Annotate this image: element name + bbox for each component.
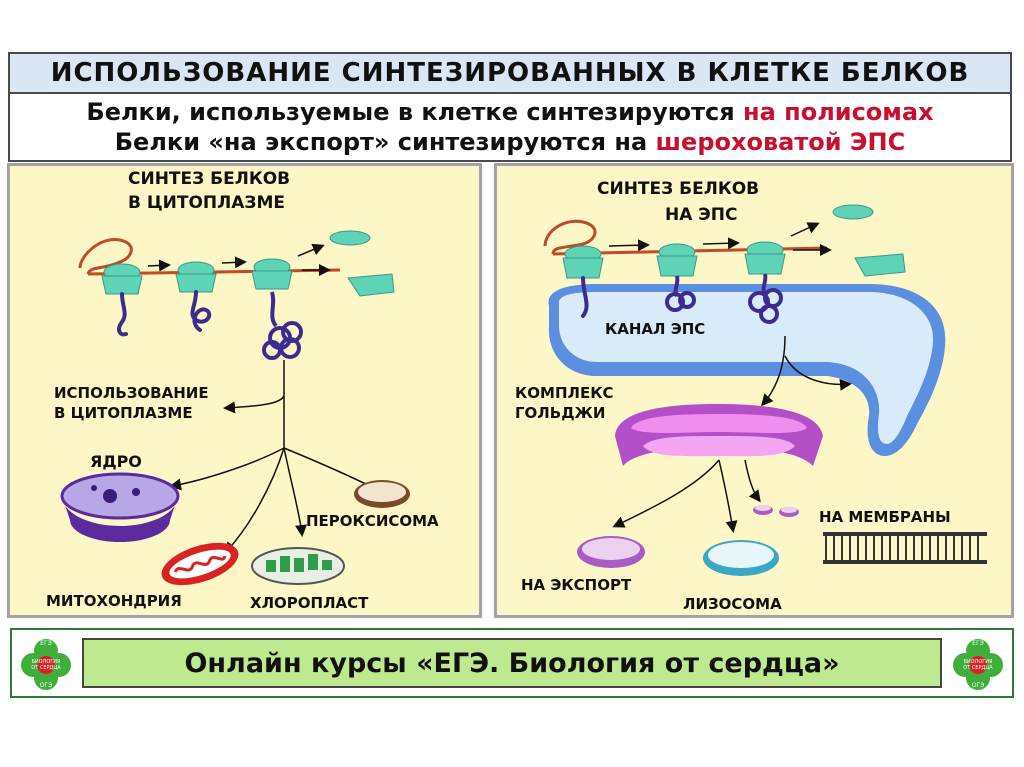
golgi-label-line-2: ГОЛЬДЖИ: [515, 404, 605, 422]
nucleus-label: ЯДРО: [90, 452, 142, 471]
clover-logo-icon: ЕГЭ БИОЛОГИЯ ОТ СЕРДЦА ОГЭ: [16, 634, 76, 694]
header-subtitle: Белки, используемые в клетке синтезируют…: [10, 94, 1010, 160]
header-line-2: Белки «на экспорт» синтезируются на шеро…: [115, 127, 905, 157]
vesicle-icon: [753, 505, 773, 515]
clover-logo-icon: ЕГЭ БИОЛОГИЯ ОТ СЕРДЦА ОГЭ: [948, 634, 1008, 694]
protein-chain-icon: [190, 290, 212, 332]
logo-bottom-text: ОГЭ: [972, 682, 985, 689]
ribosome-icon: [656, 243, 698, 277]
right-title-line-2: НА ЭПС: [665, 205, 737, 225]
nucleus-icon: [60, 472, 180, 542]
right-title-line-1: СИНТЕЗ БЕЛКОВ: [597, 179, 759, 199]
logo-mid-text-1: БИОЛОГИЯ: [31, 659, 60, 665]
folded-protein-icon: [748, 273, 783, 324]
header-box: ИСПОЛЬЗОВАНИЕ СИНТЕЗИРОВАННЫХ В КЛЕТКЕ Б…: [8, 52, 1012, 162]
peroxisome-icon: [354, 480, 410, 508]
page-title: ИСПОЛЬЗОВАНИЕ СИНТЕЗИРОВАННЫХ В КЛЕТКЕ Б…: [10, 54, 1010, 94]
er-channel-label: КАНАЛ ЭПС: [605, 320, 705, 338]
ribosome-subunit-icon: [329, 230, 371, 246]
lysosome-label: ЛИЗОСОМА: [683, 595, 782, 613]
protein-chain-icon: [117, 292, 128, 337]
golgi-complex-icon: [615, 404, 823, 466]
ribosome-subunit-icon: [854, 253, 906, 277]
membranes-label: НА МЕМБРАНЫ: [819, 508, 951, 526]
mitochondria-label: МИТОХОНДРИЯ: [46, 592, 182, 610]
ribosome-icon: [251, 258, 293, 290]
chloroplast-icon: [251, 547, 345, 585]
header-line-1-text: Белки, используемые в клетке синтезируют…: [86, 98, 743, 126]
left-title-line-1: СИНТЕЗ БЕЛКОВ: [128, 169, 290, 189]
ribosome-subunit-icon: [347, 273, 395, 297]
footer-banner: ЕГЭ БИОЛОГИЯ ОТ СЕРДЦА ОГЭ Онлайн курсы …: [10, 628, 1014, 698]
logo-bottom-text: ОГЭ: [40, 682, 53, 689]
logo-top-text: ЕГЭ: [972, 640, 984, 647]
folded-protein-icon: [665, 275, 696, 312]
ribosome-subunit-icon: [832, 204, 874, 220]
usage-label-line-1: ИСПОЛЬЗОВАНИЕ: [54, 384, 209, 402]
header-line-2-text: Белки «на экспорт» синтезируются на: [114, 128, 656, 156]
folded-protein-icon: [262, 291, 303, 360]
mitochondria-icon: [161, 542, 239, 586]
logo-top-text: ЕГЭ: [40, 640, 52, 647]
vesicle-icon: [779, 507, 799, 517]
membrane-bilayer-icon: [823, 532, 987, 564]
logo-mid-text-2: ОТ СЕРДЦА: [31, 665, 61, 671]
logo-mid-text-2: ОТ СЕРДЦА: [963, 665, 993, 671]
export-vesicle-icon: [577, 536, 645, 568]
usage-label-line-2: В ЦИТОПЛАЗМЕ: [54, 404, 193, 422]
ribosome-icon: [175, 261, 217, 293]
er-synthesis-panel: СИНТЕЗ БЕЛКОВ НА ЭПС КАНАЛ ЭПС: [494, 163, 1014, 618]
ribosome-icon: [101, 263, 143, 295]
cytoplasm-synthesis-panel: СИНТЕЗ БЕЛКОВ В ЦИТОПЛАЗМЕ: [7, 163, 482, 618]
ribosome-icon: [744, 241, 786, 275]
golgi-label-line-1: КОМПЛЕКС: [515, 384, 613, 402]
header-line-1-highlight: на полисомах: [742, 98, 934, 126]
er-diagram: СИНТЕЗ БЕЛКОВ НА ЭПС КАНАЛ ЭПС: [515, 179, 987, 613]
er-channel-icon: [548, 284, 946, 456]
protein-chain-icon: [581, 276, 589, 318]
peroxisome-label: ПЕРОКСИСОМА: [306, 512, 439, 530]
header-line-2-highlight: шероховатой ЭПС: [655, 128, 906, 156]
logo-mid-text-1: БИОЛОГИЯ: [963, 659, 992, 665]
ribosome-icon: [562, 245, 604, 279]
cytoplasm-diagram: СИНТЕЗ БЕЛКОВ В ЦИТОПЛАЗМЕ: [46, 169, 439, 612]
export-label: НА ЭКСПОРТ: [521, 576, 632, 594]
header-line-1: Белки, используемые в клетке синтезируют…: [86, 97, 933, 127]
chloroplast-label: ХЛОРОПЛАСТ: [250, 594, 369, 612]
course-banner: Онлайн курсы «ЕГЭ. Биология от сердца»: [82, 638, 942, 688]
left-title-line-2: В ЦИТОПЛАЗМЕ: [128, 193, 285, 213]
lysosome-icon: [703, 540, 779, 576]
